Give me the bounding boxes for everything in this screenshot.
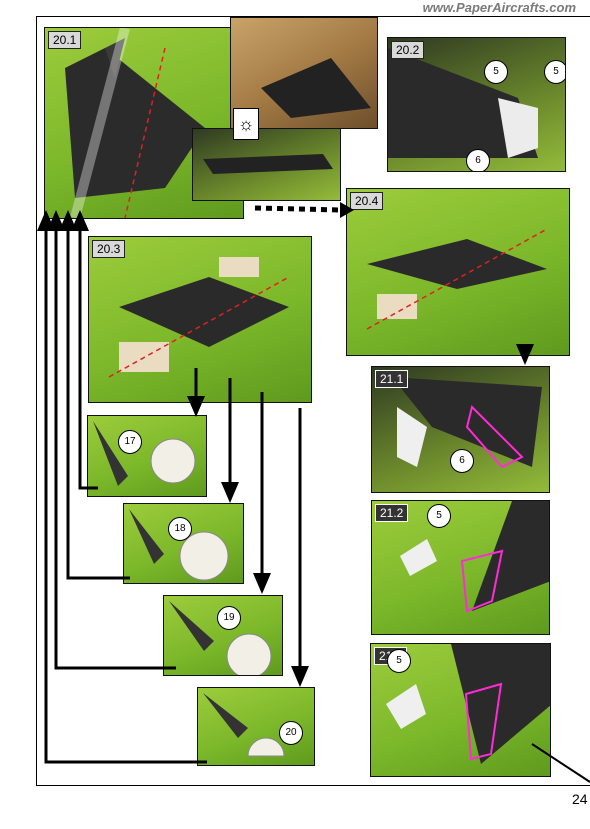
nose-closeup: [400, 501, 549, 613]
photo-step-20-1: 20.1: [44, 27, 244, 219]
callout: 5: [484, 60, 508, 84]
part-illustration: [203, 693, 285, 757]
callout: 19: [217, 606, 241, 630]
lightbulb-icon: ☼: [233, 108, 259, 140]
aircraft-side-photo: [203, 154, 333, 174]
photo-side-view: [192, 128, 341, 201]
nose-closeup: [386, 644, 550, 764]
aircraft-illustration: [65, 28, 205, 218]
step-label: 20.4: [350, 192, 384, 210]
callout: 6: [466, 149, 490, 171]
callout: 17: [118, 430, 142, 454]
step-label: 21.1: [375, 370, 409, 388]
page-number: 24: [572, 791, 588, 807]
callout: 20: [279, 721, 303, 745]
step-label: 20.2: [391, 41, 425, 59]
photo-step-20-2: 20.2 5 5 6: [387, 37, 566, 172]
step-label: 20.3: [92, 240, 126, 258]
photo-part-20: 20: [197, 687, 315, 766]
page-frame: [36, 16, 590, 786]
part-illustration: [129, 509, 229, 581]
photo-step-21-2: 21.2 5: [371, 500, 550, 635]
photo-step-21-1: 21.1 6: [371, 366, 550, 493]
step-label: 21.2: [375, 504, 409, 522]
step-label: 20.1: [48, 31, 82, 49]
callout: 5: [544, 60, 565, 84]
callout: 5: [387, 649, 411, 673]
site-url: www.PaperAircrafts.com: [422, 0, 576, 15]
part-illustration: [93, 421, 196, 486]
photo-part-18: 18: [123, 503, 244, 584]
aircraft-photo: [261, 58, 371, 118]
nose-closeup: [392, 377, 542, 469]
aircraft-illustration: [366, 228, 548, 330]
callout: 5: [427, 504, 451, 528]
nose-closeup: [388, 48, 538, 158]
photo-step-20-3: 20.3: [88, 236, 312, 403]
photo-part-19: 19: [163, 595, 283, 676]
callout: 6: [450, 449, 474, 473]
photo-step-21-3: 21.3 5: [370, 643, 551, 777]
callout: 18: [168, 517, 192, 541]
aircraft-illustration: [108, 257, 290, 378]
photo-step-20-4: 20.4: [346, 188, 570, 356]
photo-part-17: 17: [87, 415, 207, 497]
